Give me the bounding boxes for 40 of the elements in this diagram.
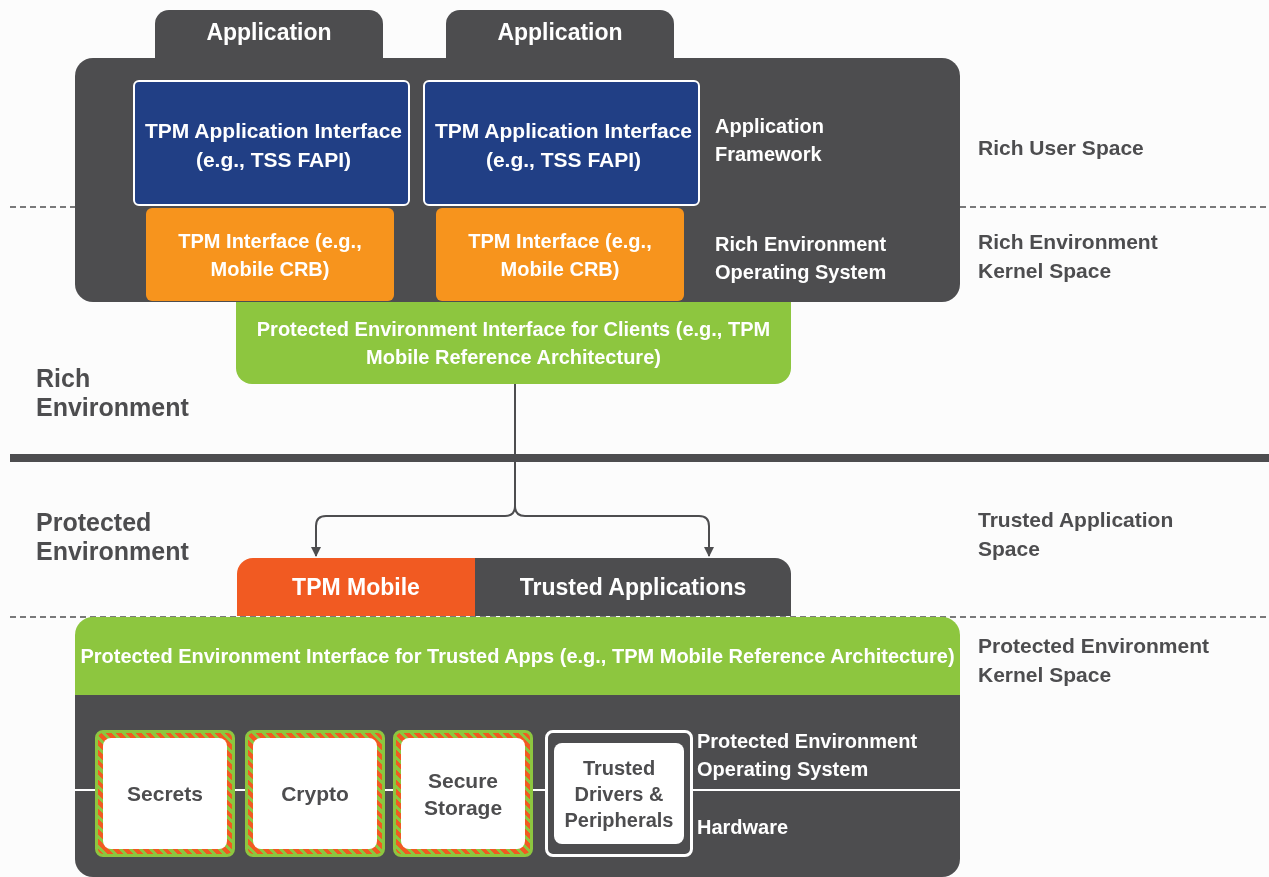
box-label: Protected Environment Operating System [697,729,919,782]
layer-panel [75,695,960,877]
component-box [245,730,385,857]
interface-box [423,80,700,206]
layer-label: Protected Environment Kernel Space [978,633,1211,688]
component-box [393,730,533,857]
layer-label: Rich User Space [978,135,1145,161]
box-label: TPM Interface (e.g., Mobile CRB) [177,228,363,282]
interface-box [436,208,684,301]
component-box [95,730,235,857]
application-tab [155,10,383,58]
box-label: TPM Mobile [291,573,421,602]
box-label: Hardware [697,815,790,840]
box-label: Secrets [103,738,227,849]
layer-label: Rich Environment [36,364,190,422]
component-box [475,558,791,616]
box-label: TPM Interface (e.g., Mobile CRB) [467,228,653,282]
box-label: Secure Storage [401,738,525,849]
box-label: Trusted Applications [518,573,748,602]
layer-label: Rich Environment Kernel Space [978,229,1159,284]
box-label: Crypto [253,738,377,849]
box-label: TPM Application Interface (e.g., TSS FAPI) [433,118,694,173]
box-label: Trusted Drivers & Peripherals [554,743,684,844]
interface-box [133,80,410,206]
layer-label: Protected Environment [36,508,190,566]
layer-panel [75,58,960,302]
box-label: Rich Environment Operating System [715,232,888,285]
interface-band [75,617,960,695]
box-label: TPM Application Interface (e.g., TSS FAPI) [143,118,404,173]
box-label: Application Framework [715,114,825,167]
component-box [237,558,475,616]
box-label: Protected Environment Interface for Clients (e.g., TPM Mobile Reference Architecture) [255,317,772,370]
box-label: Protected Environment Interface for Trusted Apps (e.g., TPM Mobile Reference Architecture) [79,644,956,669]
layer-label: Trusted Application Space [978,507,1175,562]
tab-label: Application [205,18,333,47]
component-box [545,730,693,857]
application-tab [446,10,674,58]
interface-band [236,302,791,384]
interface-box [146,208,394,301]
tab-label: Application [496,18,624,47]
